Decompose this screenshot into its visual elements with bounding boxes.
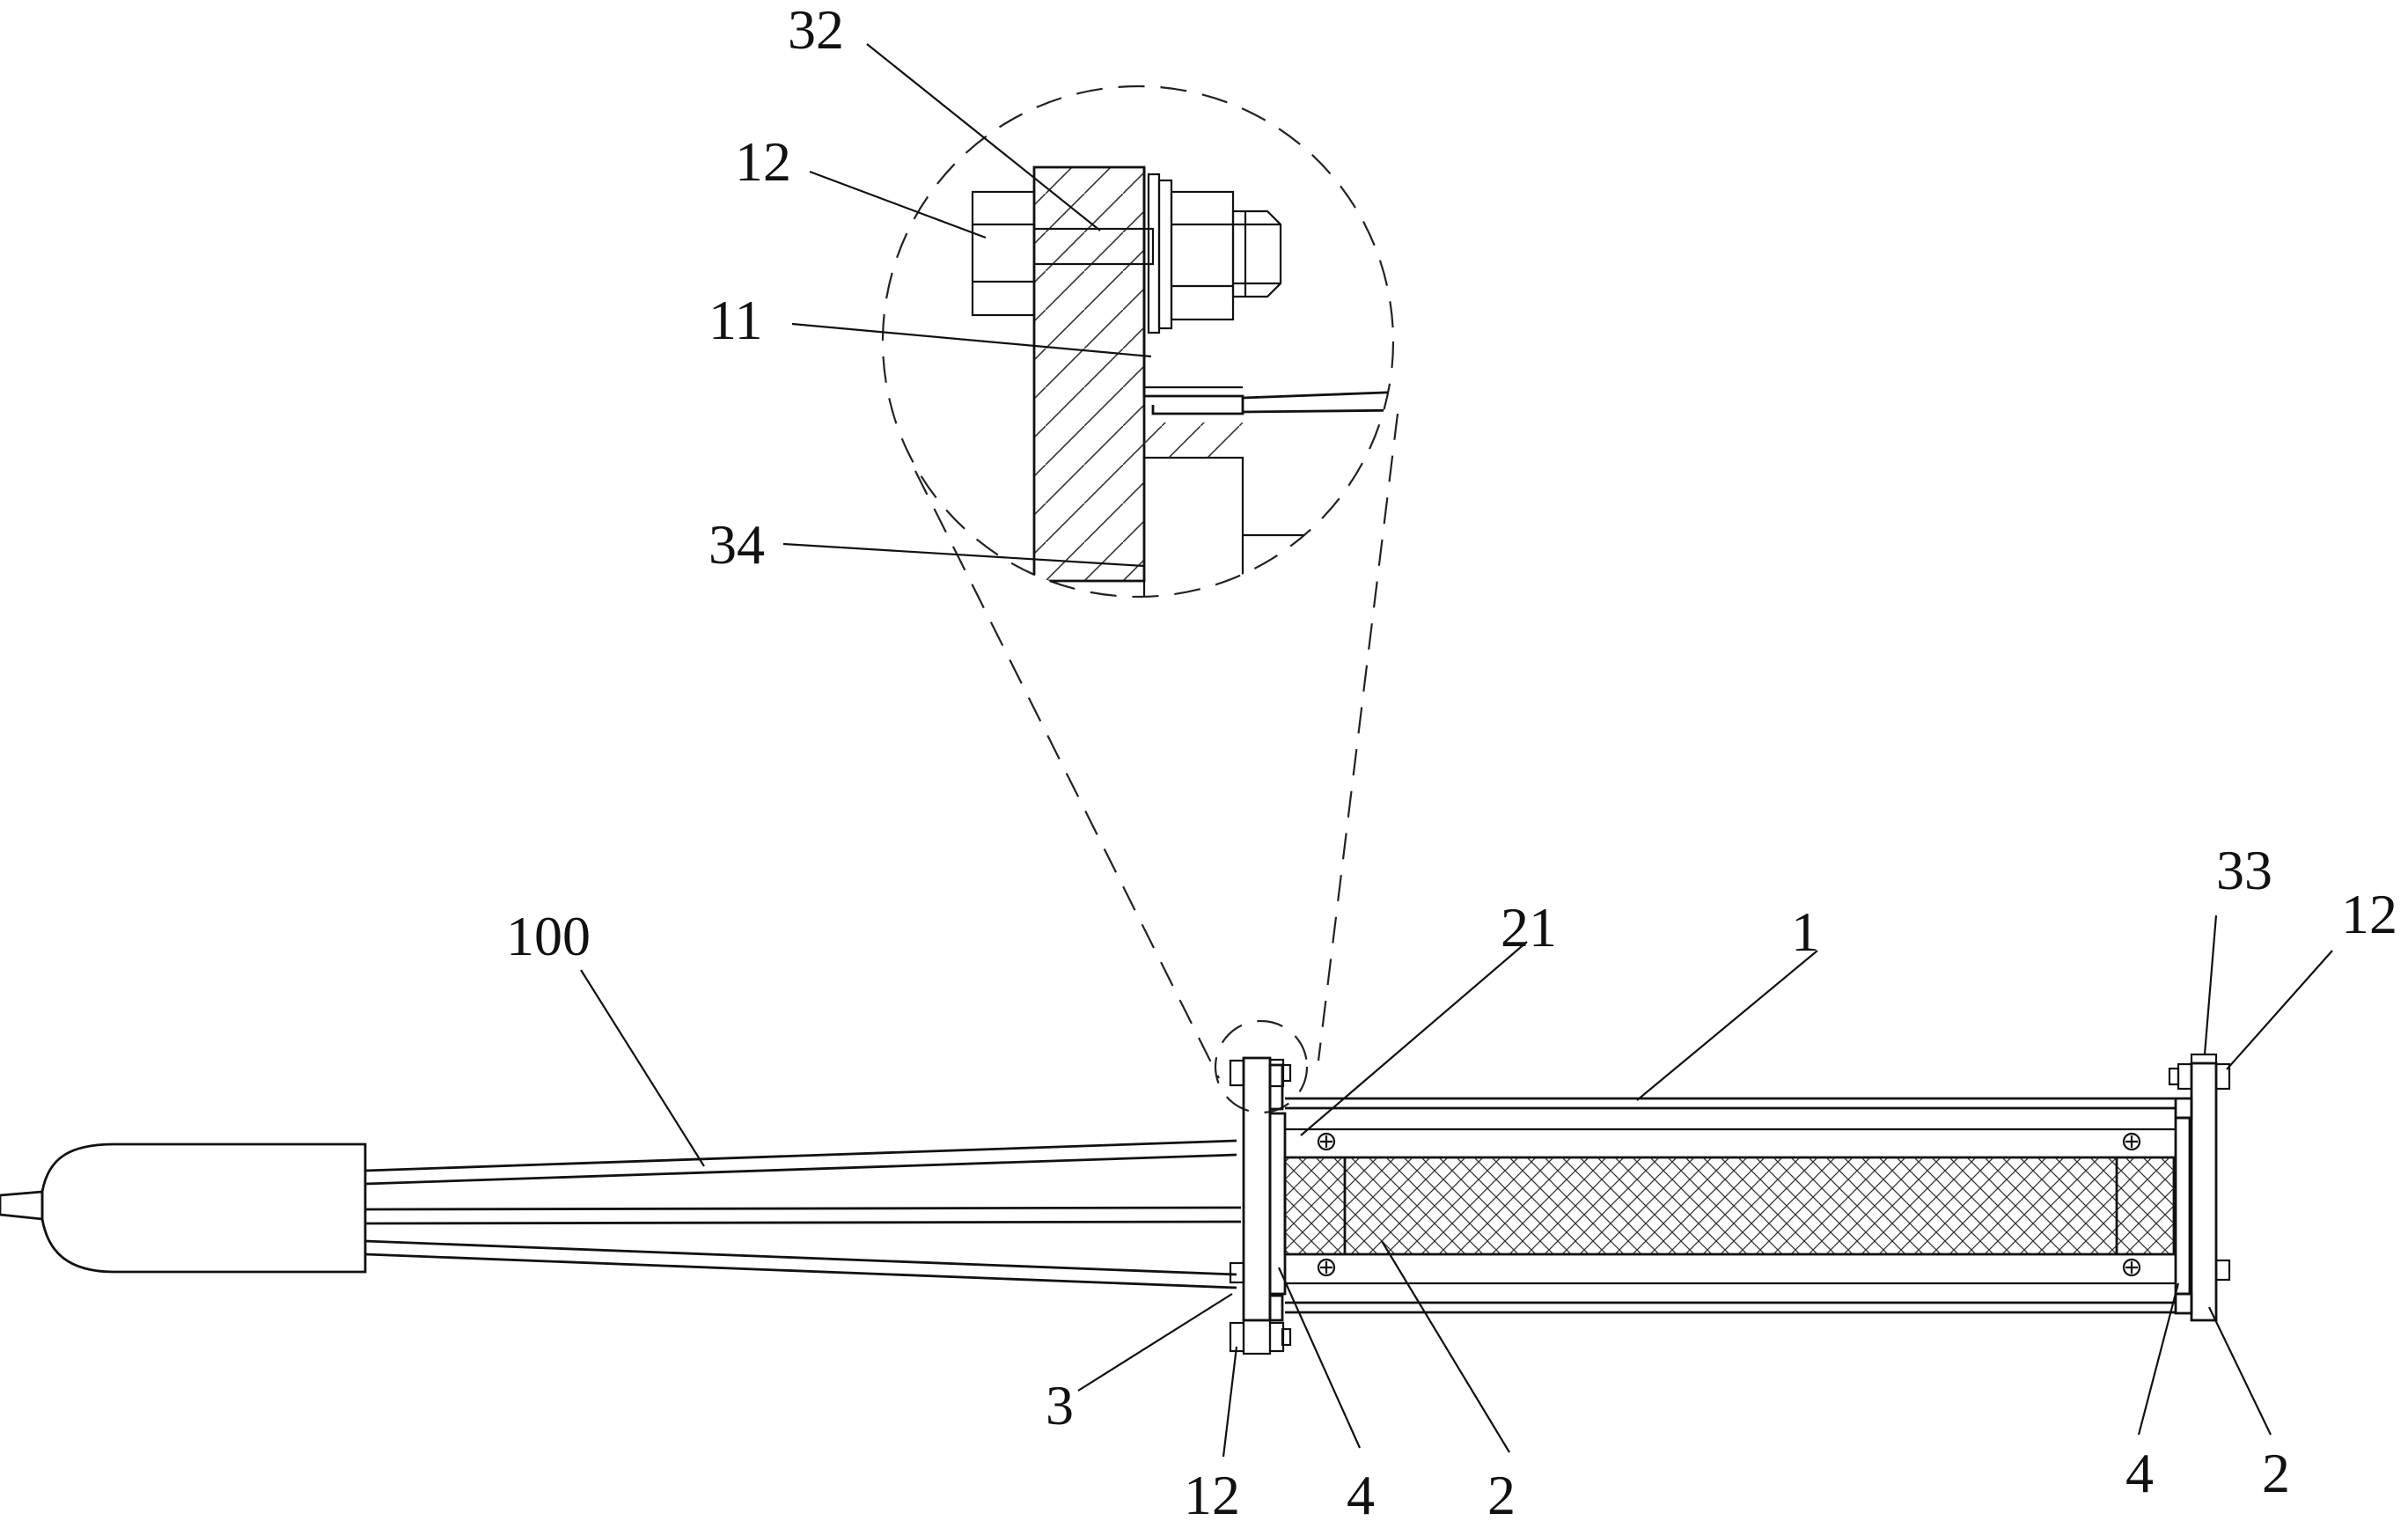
detail-leader-right bbox=[1317, 413, 1399, 1062]
detail-lower-block bbox=[1142, 456, 1244, 597]
detail-nut-left bbox=[971, 190, 1036, 317]
cable-bundle bbox=[364, 1139, 1242, 1289]
label-1: 1 bbox=[1791, 900, 1819, 963]
label-100: 100 bbox=[506, 905, 591, 967]
label-33: 33 bbox=[2216, 839, 2272, 901]
right-end-flange bbox=[2168, 1053, 2231, 1322]
leader-lines bbox=[580, 915, 2333, 1458]
main-assembly bbox=[0, 915, 2333, 1458]
label-12-right: 12 bbox=[2341, 883, 2397, 945]
label-12-detail: 12 bbox=[735, 130, 791, 193]
tube-body bbox=[1285, 1097, 2176, 1314]
detail-flange-plate bbox=[1034, 167, 1144, 581]
left-end-flange bbox=[1229, 1056, 1292, 1355]
detail-nut-right bbox=[1170, 190, 1235, 321]
label-4-right: 4 bbox=[2125, 1442, 2154, 1504]
handle bbox=[0, 1142, 367, 1274]
detail-circle bbox=[881, 84, 1395, 599]
detail-leader-left bbox=[914, 470, 1220, 1079]
label-21: 21 bbox=[1501, 896, 1557, 959]
label-11: 11 bbox=[708, 289, 763, 351]
filter-core bbox=[1283, 1156, 2176, 1256]
label-32: 32 bbox=[788, 0, 844, 61]
label-2-left: 2 bbox=[1487, 1464, 1516, 1526]
label-2-right: 2 bbox=[2262, 1442, 2290, 1504]
left-flange-plate bbox=[1242, 1056, 1272, 1322]
label-3: 3 bbox=[1046, 1374, 1074, 1436]
reference-labels: 32 12 11 34 100 21 1 33 12 3 12 4 2 4 2 bbox=[506, 0, 2397, 1526]
right-flange-plate bbox=[2190, 1062, 2218, 1322]
label-34: 34 bbox=[708, 513, 765, 576]
detail-marker-circle bbox=[1214, 1019, 1309, 1114]
detail-view bbox=[782, 43, 1399, 1079]
label-12-bottom: 12 bbox=[1184, 1464, 1240, 1526]
screws bbox=[1317, 1132, 2141, 1277]
label-4-left: 4 bbox=[1347, 1464, 1375, 1526]
